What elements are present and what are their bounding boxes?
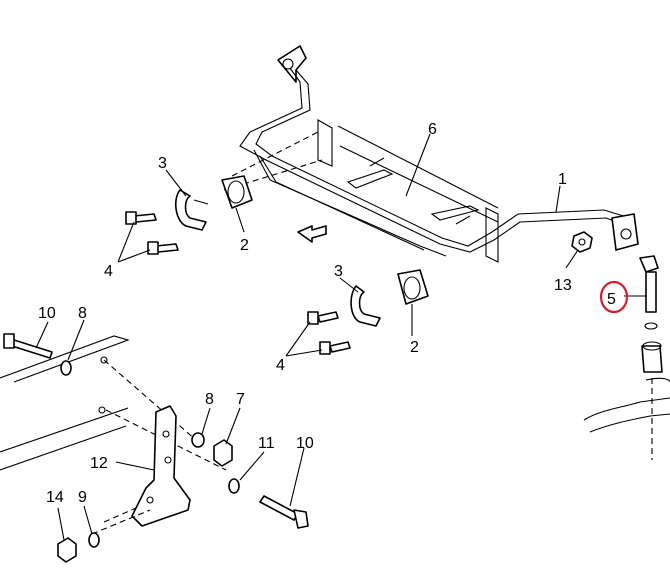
callout-8-right: 8 [205, 391, 214, 408]
callout-1: 1 [558, 171, 567, 188]
callout-3-lower: 3 [334, 263, 343, 280]
callout-4-lower: 4 [276, 357, 285, 374]
callout-12: 12 [90, 455, 108, 472]
direction-arrow-icon [297, 225, 327, 243]
bolt-10-right [259, 495, 309, 529]
callout-10-right: 10 [296, 435, 314, 452]
callout-9: 9 [78, 489, 87, 506]
bolt-10-left [3, 333, 72, 376]
washer-9 [88, 532, 100, 548]
callout-4-upper: 4 [104, 263, 113, 280]
nut-14 [57, 537, 77, 563]
callout-11: 11 [258, 435, 275, 452]
callout-2-lower: 2 [410, 339, 419, 356]
callout-6: 6 [428, 121, 437, 138]
bushing-upper [221, 175, 253, 209]
washer-11 [228, 478, 240, 494]
clamp-upper [174, 189, 209, 231]
stabilizer-link-5 [639, 255, 663, 373]
nut-13 [571, 231, 593, 253]
callout-2-upper: 2 [240, 237, 249, 254]
callout-7: 7 [236, 391, 245, 408]
callout-5[interactable]: 5 [607, 291, 616, 308]
callout-14: 14 [46, 489, 64, 506]
chassis-rail [0, 335, 130, 471]
callout-3-upper: 3 [158, 155, 167, 172]
callout-13: 13 [554, 277, 572, 294]
clamp-lower [350, 285, 381, 327]
bushing-lower [397, 269, 429, 305]
bolts-lower [307, 311, 351, 355]
cross-member-frame [223, 119, 499, 263]
leader-lines [35, 133, 646, 541]
bracket-12 [131, 405, 191, 527]
stabilizer-bar [239, 45, 639, 253]
callout-10-left: 10 [38, 305, 56, 322]
lower-control-arm [583, 377, 670, 460]
washer-8 [191, 432, 205, 448]
highlight-ring [599, 280, 629, 314]
bolts-upper [125, 211, 179, 255]
nut-7 [213, 439, 233, 467]
callout-8-left: 8 [78, 305, 87, 322]
